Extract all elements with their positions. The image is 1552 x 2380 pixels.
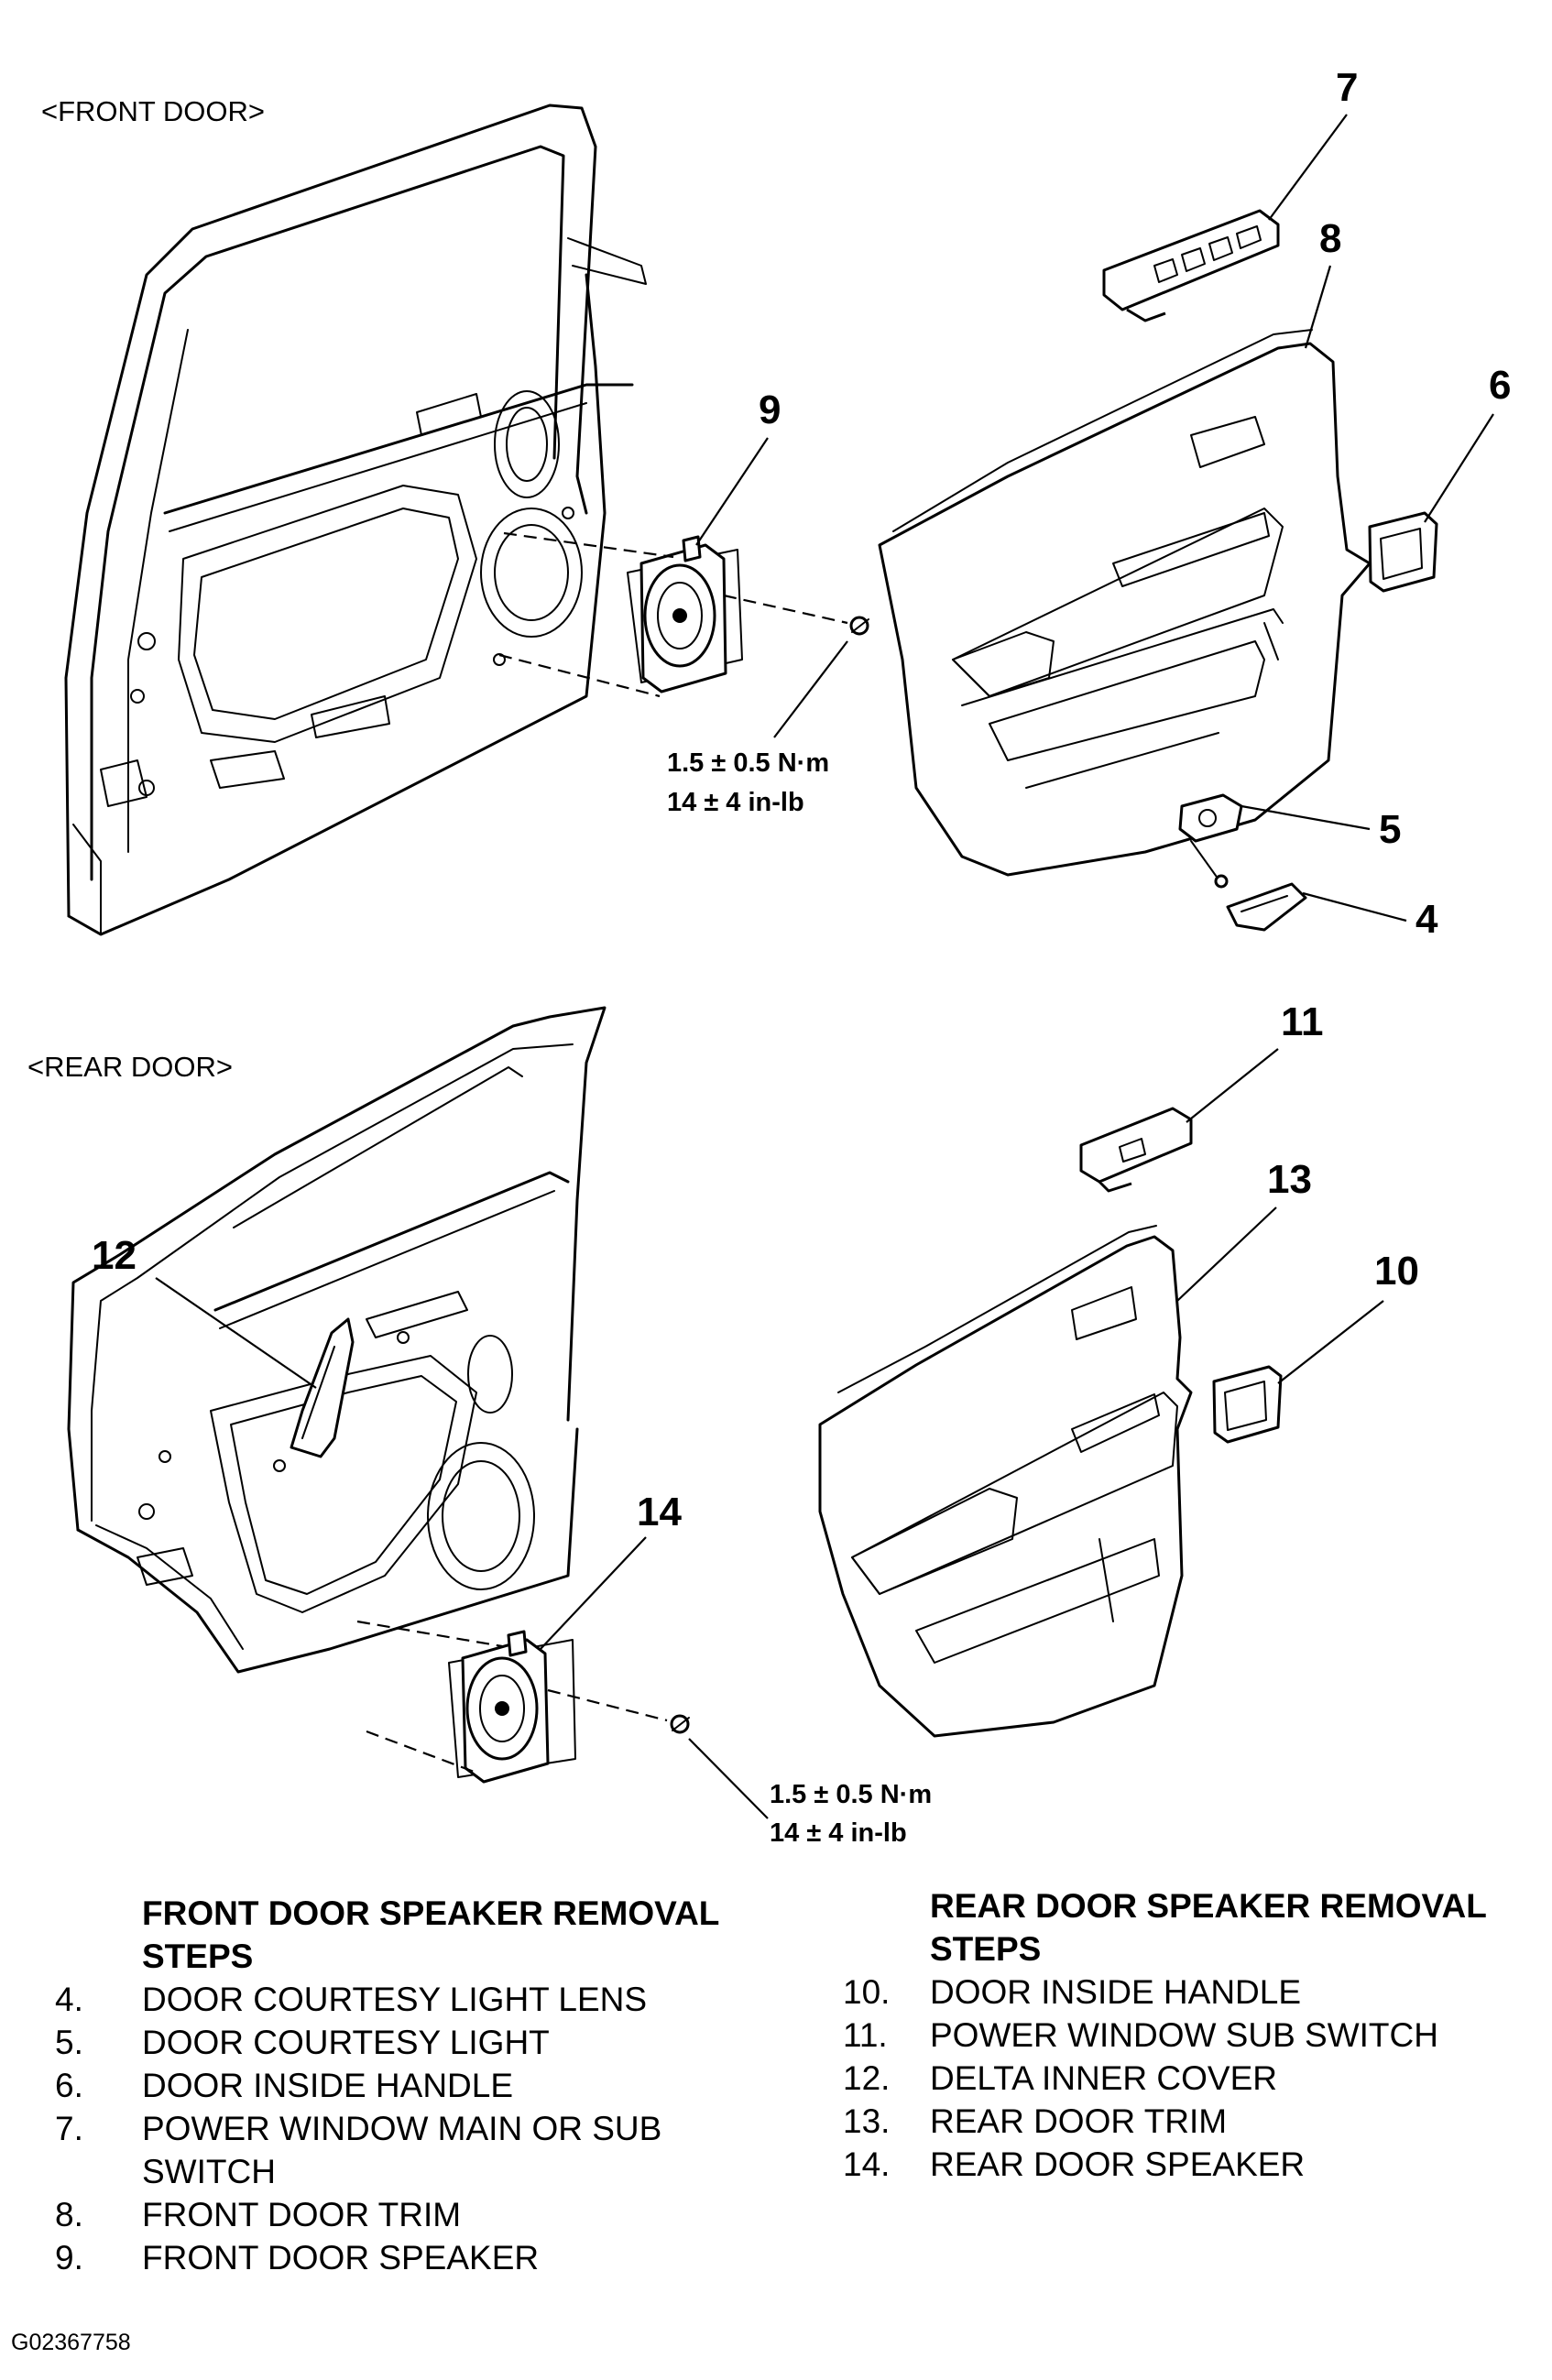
front-torque-metric: 1.5 ± 0.5 N·m — [667, 748, 829, 778]
step-number: 8. — [55, 2196, 83, 2233]
callout-11-leader — [1186, 1048, 1279, 1123]
step-item: 5. DOOR COURTESY LIGHT — [55, 2021, 815, 2064]
callout-13: 13 — [1267, 1157, 1312, 1202]
rear-removal-steps: REAR DOOR SPEAKER REMOVAL STEPS 10. DOOR… — [843, 1884, 1539, 2186]
callout-10-leader — [1277, 1300, 1384, 1384]
rear-torque-metric: 1.5 ± 0.5 N·m — [770, 1780, 932, 1809]
step-item: 10. DOOR INSIDE HANDLE — [843, 1971, 1539, 2014]
step-item: 8. FRONT DOOR TRIM — [55, 2193, 815, 2236]
callout-6-leader — [1424, 413, 1494, 523]
step-text: FRONT DOOR TRIM — [142, 2196, 462, 2233]
front-door-courtesy-light-lens — [1226, 882, 1307, 932]
callout-9: 9 — [759, 388, 781, 432]
step-number: 6. — [55, 2067, 83, 2104]
front-torque-leader — [773, 640, 848, 738]
step-item: 7. POWER WINDOW MAIN OR SUB — [55, 2107, 815, 2150]
front-torque-imperial: 14 ± 4 in-lb — [667, 788, 804, 817]
delta-inner-cover — [290, 1317, 355, 1458]
step-number: 7. — [55, 2110, 83, 2147]
rear-door-label: <REAR DOOR> — [27, 1051, 233, 1083]
callout-4-leader — [1302, 891, 1407, 923]
step-text: DOOR COURTESY LIGHT LENS — [142, 1981, 648, 2018]
power-window-sub-switch — [1079, 1107, 1193, 1193]
step-text: FRONT DOOR SPEAKER — [142, 2239, 540, 2276]
callout-9-leader — [695, 437, 769, 546]
front-door-speaker — [627, 535, 743, 693]
step-number: 12. — [843, 2059, 891, 2097]
front-door-inside-handle — [1368, 511, 1438, 593]
step-text: POWER WINDOW SUB SWITCH — [930, 2016, 1438, 2054]
step-text: POWER WINDOW MAIN OR SUB — [142, 2110, 662, 2147]
step-item: 14. REAR DOOR SPEAKER — [843, 2143, 1539, 2186]
callout-12-leader — [155, 1277, 317, 1389]
callout-7-leader — [1268, 114, 1348, 221]
callout-8: 8 — [1319, 216, 1341, 261]
callout-14-leader — [540, 1536, 647, 1650]
front-door-label: <FRONT DOOR> — [41, 95, 265, 127]
callout-10: 10 — [1374, 1249, 1419, 1294]
front-speaker-alignment-line — [503, 531, 674, 559]
front-speaker-screw — [849, 616, 869, 636]
rear-torque-imperial: 14 ± 4 in-lb — [770, 1818, 907, 1848]
step-number — [55, 2150, 142, 2193]
rear-door-speaker — [448, 1630, 576, 1784]
front-door-courtesy-light — [1178, 793, 1243, 889]
rear-torque-leader — [688, 1738, 769, 1819]
rear-door-inside-handle — [1212, 1365, 1283, 1444]
step-text: DOOR INSIDE HANDLE — [142, 2067, 514, 2104]
step-item: 6. DOOR INSIDE HANDLE — [55, 2064, 815, 2107]
step-number: 11. — [843, 2016, 888, 2054]
step-text: DOOR INSIDE HANDLE — [930, 1973, 1302, 2011]
step-number: 4. — [55, 1981, 83, 2018]
step-text: DOOR COURTESY LIGHT — [142, 2024, 550, 2061]
callout-11: 11 — [1281, 999, 1324, 1044]
step-item: 13. REAR DOOR TRIM — [843, 2100, 1539, 2143]
callout-8-leader — [1304, 265, 1332, 349]
callout-5-leader — [1241, 804, 1371, 831]
front-removal-steps: FRONT DOOR SPEAKER REMOVAL STEPS 4. DOOR… — [55, 1892, 815, 2279]
rear-speaker-alignment-line-lower — [366, 1730, 477, 1774]
step-text: DELTA INNER COVER — [930, 2059, 1277, 2097]
callout-7: 7 — [1336, 65, 1358, 110]
step-item: 4. DOOR COURTESY LIGHT LENS — [55, 1978, 815, 2021]
front-door-trim — [878, 329, 1372, 877]
callout-4: 4 — [1415, 897, 1438, 942]
callout-14: 14 — [637, 1490, 682, 1534]
rear-steps-heading-line1: REAR DOOR SPEAKER REMOVAL — [930, 1887, 1487, 1925]
rear-screw-alignment-line — [547, 1688, 668, 1722]
step-text: SWITCH — [142, 2153, 276, 2190]
step-text: REAR DOOR SPEAKER — [930, 2145, 1306, 2183]
step-item: 11. POWER WINDOW SUB SWITCH — [843, 2014, 1539, 2057]
step-number: 10. — [843, 1973, 891, 2011]
rear-door-frame — [67, 1006, 607, 1674]
front-steps-heading-line1: FRONT DOOR SPEAKER REMOVAL — [142, 1894, 720, 1932]
power-window-main-switch — [1102, 209, 1280, 322]
rear-steps-heading-line2: STEPS — [930, 1930, 1042, 1968]
step-number: 9. — [55, 2239, 83, 2276]
front-screw-alignment-line — [723, 594, 848, 625]
step-item-continuation: SWITCH — [55, 2150, 815, 2193]
front-steps-heading-line2: STEPS — [142, 1938, 254, 1975]
step-item: 9. FRONT DOOR SPEAKER — [55, 2236, 815, 2279]
front-door-frame — [64, 104, 647, 936]
step-item: 12. DELTA INNER COVER — [843, 2057, 1539, 2100]
step-text: REAR DOOR TRIM — [930, 2102, 1228, 2140]
callout-12: 12 — [92, 1233, 137, 1278]
figure-code: G02367758 — [11, 2330, 131, 2355]
callout-6: 6 — [1489, 363, 1511, 408]
front-speaker-alignment-line-lower — [498, 653, 661, 698]
rear-door-trim — [818, 1225, 1193, 1738]
step-number: 13. — [843, 2102, 891, 2140]
callout-5: 5 — [1379, 807, 1401, 852]
rear-speaker-alignment-line — [356, 1620, 503, 1648]
rear-speaker-screw — [670, 1714, 690, 1734]
callout-13-leader — [1176, 1206, 1277, 1302]
step-number: 14. — [843, 2145, 891, 2183]
step-number: 5. — [55, 2024, 83, 2061]
